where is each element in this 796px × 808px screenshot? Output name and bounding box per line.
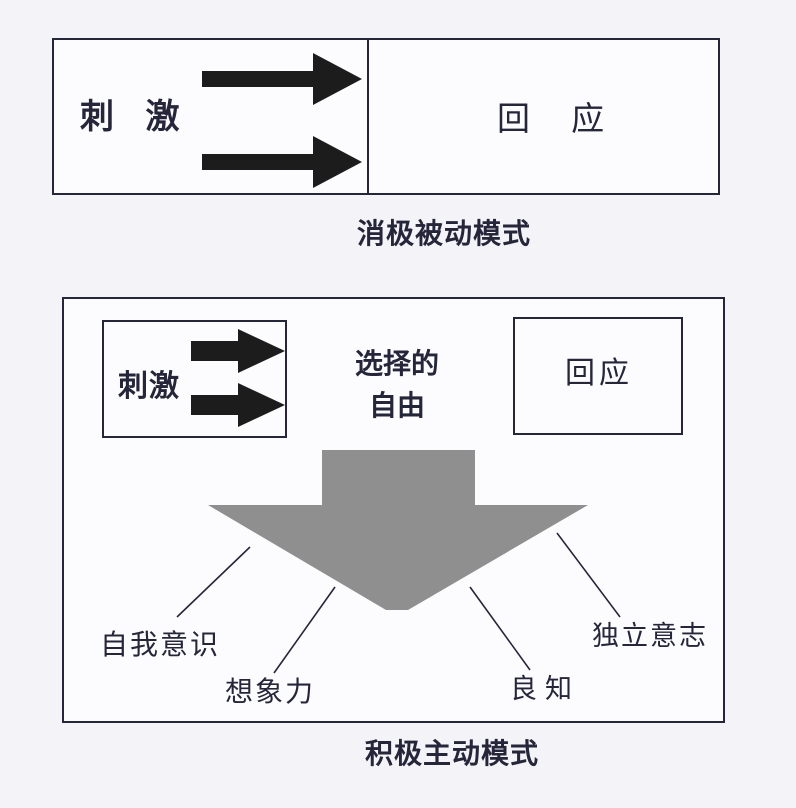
reactive-model-caption: 消极被动模式 bbox=[357, 218, 532, 249]
freedom-line2: 自由 bbox=[368, 390, 425, 421]
proactive-stimulus-box: 刺激 bbox=[102, 320, 287, 438]
proactive-model-box: 刺激 选择的 自由 回应 自我意识 想象力 良知 独立意志 bbox=[62, 297, 725, 723]
endowment-conscience: 良知 bbox=[510, 674, 580, 704]
endowment-independent-will: 独立意志 bbox=[592, 621, 708, 651]
freedom-line1: 选择的 bbox=[354, 348, 439, 379]
right-arrow-icon bbox=[191, 329, 285, 373]
proactive-model-caption: 积极主动模式 bbox=[365, 738, 540, 769]
right-arrow-icon bbox=[202, 53, 362, 105]
right-arrow-icon bbox=[191, 383, 285, 427]
response-label: 回 应 bbox=[497, 100, 605, 137]
stimulus-label: 刺 激 bbox=[80, 98, 180, 136]
freedom-to-choose-label: 选择的 自由 bbox=[334, 343, 460, 427]
response-label: 回应 bbox=[565, 357, 633, 390]
endowment-self-awareness: 自我意识 bbox=[100, 629, 221, 660]
right-arrow-icon bbox=[202, 136, 362, 188]
reactive-model-box: 刺 激 回 应 bbox=[52, 38, 720, 195]
proactive-response-box: 回应 bbox=[513, 317, 683, 435]
endowment-imagination: 想象力 bbox=[225, 676, 316, 707]
stimulus-label: 刺激 bbox=[118, 370, 180, 403]
cell-divider bbox=[367, 40, 369, 193]
